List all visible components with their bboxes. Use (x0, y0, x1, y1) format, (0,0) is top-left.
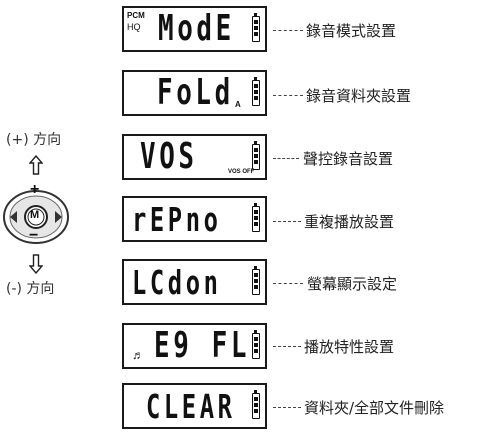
battery-icon (252, 141, 260, 170)
hq-indicator: HQ (127, 22, 141, 32)
folder-label: 錄音資料夾設置 (306, 87, 412, 105)
wheel-plus: + (30, 181, 40, 198)
battery-icon (252, 390, 260, 419)
lcd-screen-folder: FoLd A (122, 70, 267, 116)
plus-direction-label: (+) 方向 (6, 132, 62, 148)
leader-line (273, 407, 301, 408)
lcd-display-text: FoLd (157, 72, 234, 113)
vos-label: 聲控錄音設置 (303, 150, 394, 168)
leader-line (273, 158, 299, 159)
vos-off-indicator: VOS OFF (228, 169, 255, 175)
lcd-display-text: VOS (140, 136, 198, 177)
pcm-indicator: PCM (127, 11, 145, 20)
leader-line (273, 95, 303, 96)
lcd-screen-mode: PCM HQ ModE (122, 6, 267, 52)
lcd-screen-repeat: rEPno (122, 196, 267, 242)
eq-label: 播放特性設置 (304, 338, 395, 356)
up-arrow-icon (29, 155, 43, 175)
battery-icon (252, 330, 260, 359)
leader-line (273, 283, 303, 284)
battery-icon (252, 266, 260, 295)
battery-icon (252, 203, 260, 232)
leader-line (273, 221, 301, 222)
lcd-display-text: E9 FL (154, 325, 251, 366)
music-note-icon: ♬ (132, 348, 144, 362)
lcd-display-text: ModE (158, 8, 235, 49)
lcd-screen-clear: CLEAR (122, 383, 267, 429)
lcd-display-text: rEPno (132, 200, 222, 239)
lcd-screen-eq: ♬ E9 FL (122, 323, 267, 369)
clear-label: 資料夾/全部文件刪除 (304, 399, 445, 417)
battery-icon (252, 13, 260, 42)
lcd-screen-display: LCdon (122, 259, 267, 305)
lcd-screen-vos: VOS VOS OFF (122, 134, 267, 180)
folder-indicator: A (235, 100, 241, 109)
wheel-minus: − (29, 227, 39, 244)
display-label: 螢幕顯示設定 (307, 275, 398, 293)
leader-line (273, 30, 303, 31)
battery-icon (252, 77, 260, 106)
down-arrow-icon (29, 254, 43, 274)
repeat-label: 重複播放設置 (304, 213, 395, 231)
control-wheel-icon (3, 190, 69, 244)
lcd-display-text: LCdon (132, 263, 222, 302)
minus-direction-label: (-) 方向 (6, 281, 55, 297)
mode-label: 錄音模式設置 (306, 22, 397, 40)
lcd-display-text: CLEAR (146, 387, 236, 426)
leader-line (273, 346, 301, 347)
wheel-center-label: M (30, 209, 40, 221)
